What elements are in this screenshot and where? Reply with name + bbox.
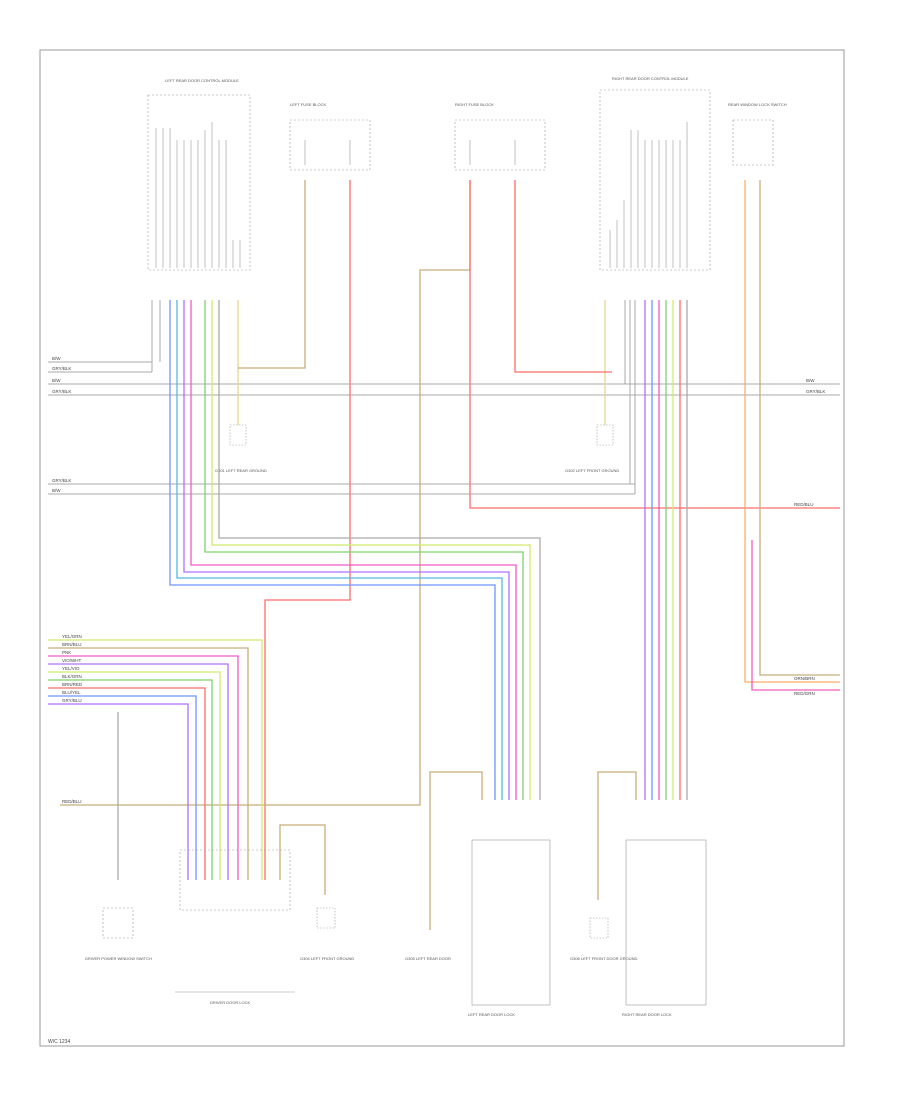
- wire-h7: [48, 687, 206, 880]
- harness-label: YEL/VIO: [62, 666, 80, 671]
- wire-tan-1: [238, 180, 306, 369]
- page-footer: W/C 1234: [48, 1039, 70, 1045]
- wire-yellowgreen: [211, 300, 531, 800]
- ground-g306: G306 LEFT FRONT DOOR GROUND: [570, 917, 638, 961]
- left-rear-door-lock: LEFT REAR DOOR LOCK: [468, 839, 551, 1017]
- wire-tan-5: [429, 771, 483, 895]
- bus-label: B/W: [52, 356, 61, 361]
- left-module-label: LEFT REAR DOOR CONTROL MODULE: [165, 78, 239, 83]
- wire-pink: [190, 300, 517, 800]
- driver-lock-label: DRIVER DOOR LOCK: [210, 1000, 251, 1005]
- ground-g306-label: G306 LEFT FRONT DOOR GROUND: [570, 956, 638, 961]
- ground-g304-label: G304 LEFT FRONT GROUND: [300, 956, 354, 961]
- harness-label: BRN/RED: [62, 682, 83, 687]
- wire-h5: [48, 671, 221, 880]
- harness-label: PNK: [62, 650, 71, 655]
- wire-h4: [48, 663, 229, 880]
- harness-label: BRN/BLU: [62, 642, 82, 647]
- driver-switch-label: DRIVER POWER WINDOW SWITCH: [85, 956, 152, 961]
- left-fuse-label: LEFT FUSE BLOCK: [290, 102, 326, 107]
- right-ground: G302 LEFT FRONT GROUND: [565, 300, 619, 473]
- wire-lightblue: [176, 300, 503, 800]
- harness-label: GRY/BLU: [62, 698, 82, 703]
- left-ground: G301 LEFT REAR GROUND: [215, 300, 267, 473]
- right-edge-labels: RED/BLU ORN/BRN RED/GRN: [794, 502, 815, 696]
- bus-label: B/W: [52, 488, 61, 493]
- left-door-module: LEFT REAR DOOR CONTROL MODULE: [147, 78, 251, 271]
- driver-door-lock: DRIVER DOOR LOCK: [175, 849, 295, 1005]
- harness-label: BLK/GRN: [62, 674, 82, 679]
- bus-labels: B/W GRY/BLK B/W GRY/BLK GRY/BLK B/W B/W …: [52, 356, 825, 493]
- wire-green: [204, 300, 524, 800]
- wire-red-3: [514, 180, 612, 373]
- left-rear-lock-label: LEFT REAR DOOR LOCK: [468, 1012, 515, 1017]
- wire-violet: [183, 300, 510, 800]
- bus-label: GRY/BLK: [52, 478, 71, 483]
- wire-pink-2: [751, 540, 840, 691]
- wire-tan-4: [279, 824, 326, 895]
- harness-label: YEL/GRN: [62, 634, 82, 639]
- wire-h9: [48, 703, 189, 880]
- driver-window-switch: DRIVER POWER WINDOW SWITCH: [85, 907, 152, 961]
- rear-window-lock-switch: REAR WINDOW LOCK SWITCH: [728, 102, 787, 166]
- left-edge-label: RED/BLU: [62, 799, 82, 804]
- harness-label: BLU/YEL: [62, 690, 81, 695]
- diagram-frame: [39, 49, 845, 1047]
- right-edge-label: RED/BLU: [794, 502, 814, 507]
- right-fuse-label: RIGHT FUSE BLOCK: [455, 102, 494, 107]
- right-edge-label: RED/GRN: [794, 691, 815, 696]
- right-module-label: RIGHT REAR DOOR CONTROL MODULE: [612, 76, 689, 81]
- wire-harness: [48, 180, 840, 900]
- right-fuse-block: RIGHT FUSE BLOCK: [454, 102, 546, 171]
- wire-tan-3: [759, 180, 840, 676]
- harness-labels: YEL/GRN BRN/BLU PNK VIO/WHT YEL/VIO BLK/…: [62, 634, 83, 804]
- wire-tan-6: [597, 771, 637, 900]
- wire-gray: [218, 300, 541, 800]
- harness-label: VIO/WHT: [62, 658, 81, 663]
- bus-label: GRY/BLK: [52, 366, 71, 371]
- ground-g304: G304 LEFT FRONT GROUND: [300, 907, 354, 961]
- bus-label: B/W: [52, 378, 61, 383]
- ground-bus: [48, 300, 840, 495]
- left-fuse-block: LEFT FUSE BLOCK: [289, 102, 371, 171]
- right-rear-lock-label: RIGHT REAR DOOR LOCK: [622, 1012, 672, 1017]
- right-ground-label: G302 LEFT FRONT GROUND: [565, 468, 619, 473]
- wire-h8: [48, 695, 197, 880]
- wire-h6: [48, 679, 213, 880]
- wire-red-4: [469, 180, 840, 509]
- wire-h3: [48, 655, 239, 880]
- right-rear-door-lock: RIGHT REAR DOOR LOCK: [622, 839, 707, 1017]
- right-edge-label: ORN/BRN: [794, 676, 815, 681]
- ground-g305: G305 LEFT REAR DOOR: [405, 895, 451, 961]
- left-ground-label: G301 LEFT REAR GROUND: [215, 468, 267, 473]
- wire-blue: [169, 300, 496, 800]
- wire-orange-1: [744, 180, 840, 683]
- bus-label: B/W: [806, 378, 815, 383]
- wire-red-1: [264, 180, 351, 880]
- bus-label: GRY/BLK: [806, 389, 825, 394]
- ground-g305-label: G305 LEFT REAR DOOR: [405, 956, 451, 961]
- right-door-module: RIGHT REAR DOOR CONTROL MODULE: [599, 76, 711, 271]
- wire-h2: [48, 647, 249, 880]
- rear-window-lock-label: REAR WINDOW LOCK SWITCH: [728, 102, 787, 107]
- bus-label: GRY/BLK: [52, 389, 71, 394]
- wire-h1: [48, 639, 263, 880]
